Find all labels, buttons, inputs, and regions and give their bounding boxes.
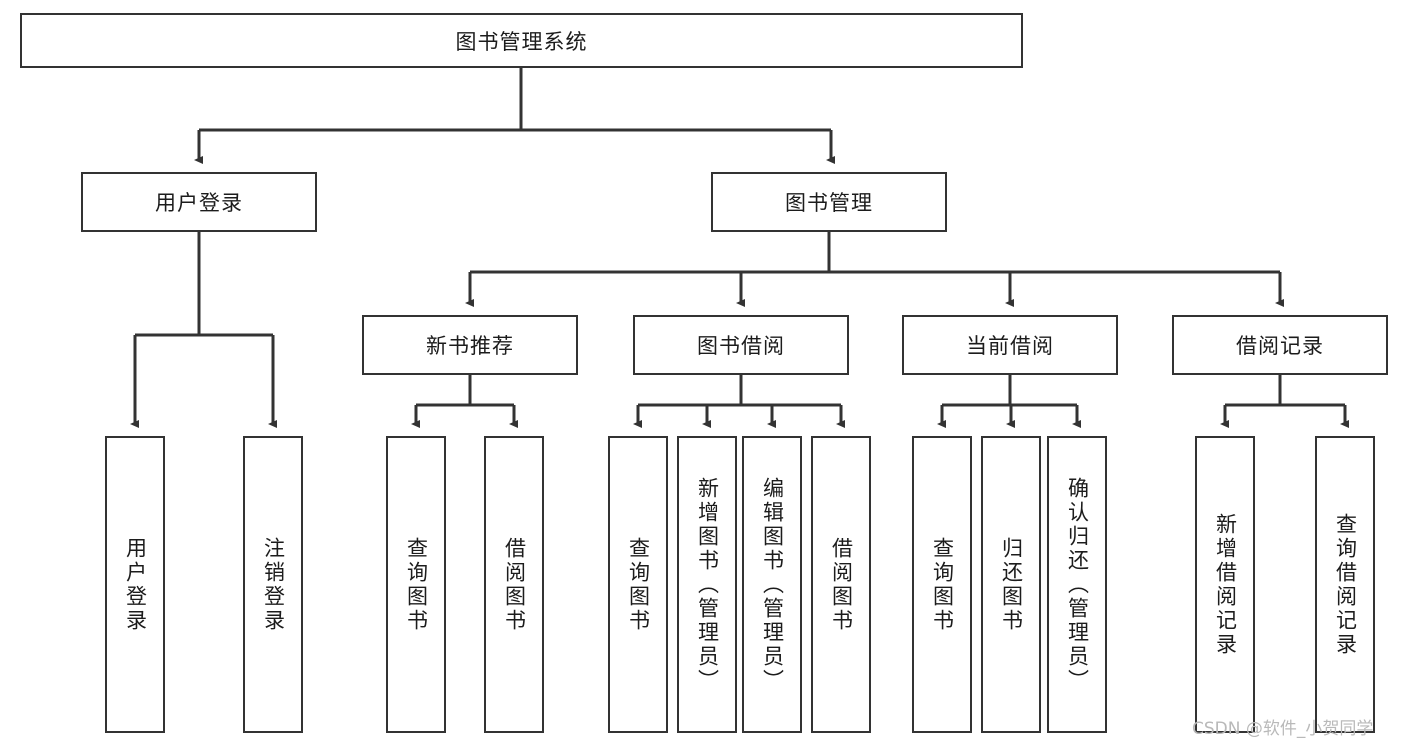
- leaf-logout[interactable]: 注销登录: [243, 436, 303, 733]
- leaf-borrow-book-bookborrow[interactable]: 借阅图书: [811, 436, 871, 733]
- node-root-system[interactable]: 图书管理系统: [20, 13, 1023, 68]
- node-new-book-recommend[interactable]: 新书推荐: [362, 315, 578, 375]
- leaf-query-book-currentborrow[interactable]: 查询图书: [912, 436, 972, 733]
- leaf-confirm-return-admin[interactable]: 确认归还（管理员）: [1047, 436, 1107, 733]
- leaf-edit-book-admin[interactable]: 编辑图书（管理员）: [742, 436, 802, 733]
- leaf-borrow-book-newbook[interactable]: 借阅图书: [484, 436, 544, 733]
- leaf-query-book-bookborrow[interactable]: 查询图书: [608, 436, 668, 733]
- node-current-borrow[interactable]: 当前借阅: [902, 315, 1118, 375]
- leaf-add-book-admin[interactable]: 新增图书（管理员）: [677, 436, 737, 733]
- node-book-borrow[interactable]: 图书借阅: [633, 315, 849, 375]
- node-book-management[interactable]: 图书管理: [711, 172, 947, 232]
- leaf-add-borrow-record[interactable]: 新增借阅记录: [1195, 436, 1255, 733]
- leaf-return-book[interactable]: 归还图书: [981, 436, 1041, 733]
- csdn-watermark: CSDN @软件_小贺同学: [1192, 719, 1374, 739]
- node-borrow-record[interactable]: 借阅记录: [1172, 315, 1388, 375]
- leaf-query-borrow-record[interactable]: 查询借阅记录: [1315, 436, 1375, 733]
- node-user-login[interactable]: 用户登录: [81, 172, 317, 232]
- leaf-query-book-newbook[interactable]: 查询图书: [386, 436, 446, 733]
- leaf-user-login[interactable]: 用户登录: [105, 436, 165, 733]
